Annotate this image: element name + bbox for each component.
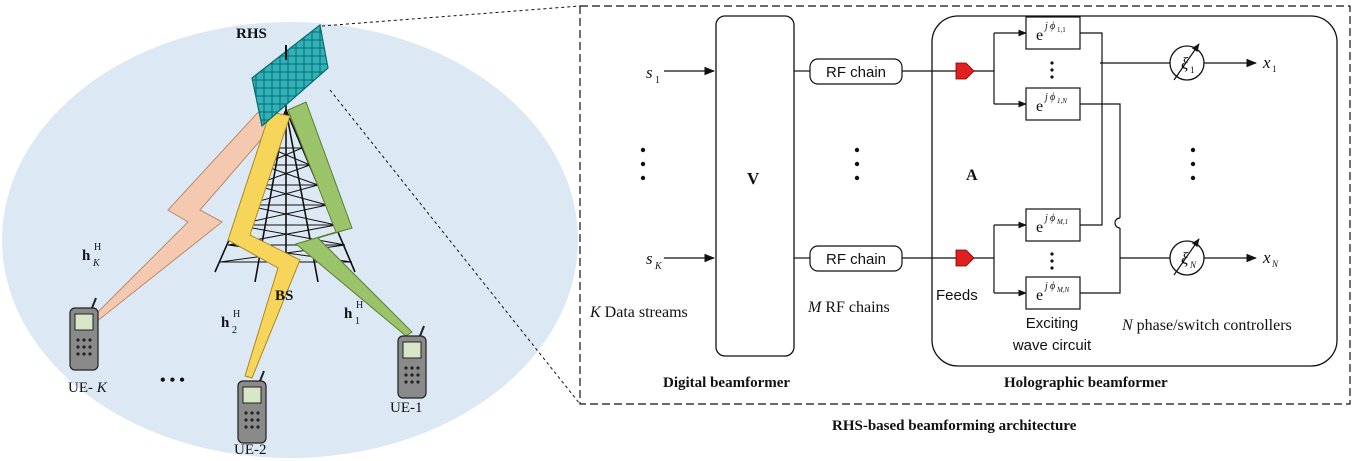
digital-beamformer-symbol: V [747,169,760,188]
svg-text:ϕ: ϕ [1050,21,1055,32]
svg-text:h: h [221,315,230,331]
svg-text:h: h [82,248,91,264]
phase-controllers-label: N phase/switch controllers [1121,317,1292,334]
phase-box-1-n: e j ϕ 1,N [1025,87,1081,121]
data-streams-label: K Data streams [589,304,688,321]
output-x1: x 1 [1262,53,1277,74]
svg-text:e: e [1036,219,1043,236]
phase-box-1-1: e j ϕ 1,1 [1025,16,1081,50]
svg-text:K: K [92,258,101,269]
svg-text:ϕ: ϕ [1050,92,1055,103]
zoom-line-bottom [329,89,581,405]
holographic-beamformer-label: Holographic beamformer [1004,375,1168,391]
svg-text:M,1: M,1 [1056,218,1068,226]
svg-text:e: e [1036,287,1043,304]
ue-2-label: UE-2 [234,442,267,458]
svg-text:e: e [1036,27,1043,44]
svg-text:M,N: M,N [1056,286,1070,294]
svg-text:N: N [1271,259,1279,269]
holographic-matrix-symbol: A [966,167,978,184]
feed-m [955,249,975,267]
svg-text:N: N [1189,260,1197,270]
svg-text:j: j [1043,213,1048,224]
phase-vdots-top [1050,61,1054,79]
svg-text:1: 1 [355,316,360,327]
architecture-frame [579,5,1351,405]
svg-text:ξ: ξ [1181,54,1189,73]
rf-vdots [854,147,860,181]
svg-text:1,N: 1,N [1057,97,1067,105]
svg-text:x: x [1262,53,1271,72]
ue-k-label: UE- K [68,380,108,396]
channel-label-k: h K H [82,242,101,269]
svg-text:s: s [646,249,653,268]
svg-text:1: 1 [1190,65,1195,75]
svg-text:j: j [1043,21,1048,32]
phase-box-m-n: e j ϕ M,N [1025,276,1081,310]
digital-beamformer-block [715,15,795,357]
coverage-area [2,22,578,458]
svg-text:H: H [356,300,363,311]
exciting-label-line-2: wave circuit [1012,337,1092,354]
svg-text:h: h [344,306,353,322]
inputs-vdots [640,147,646,181]
rhs-panel [251,23,329,128]
phone-icon-ue-k [69,297,99,371]
architecture-caption: RHS-based beamforming architecture [832,418,1077,434]
rf-chain-m-label: RF chain [826,251,886,268]
rf-chains-label: M RF chains [807,299,890,316]
architecture: s 1 s K K Data streams V Digital beamfor… [579,5,1351,405]
beam-ue-1 [287,101,413,337]
left-scene: RHS BS h K H h 2 H h 1 H [2,5,581,458]
rf-chain-1-label: RF chain [826,64,886,81]
svg-text:K: K [654,261,663,272]
feeds-label: Feeds [936,287,978,304]
phone-icon-ue-2 [237,370,267,444]
channel-label-2: h 2 H [221,309,240,336]
beam-ue-2 [227,111,301,379]
svg-text:x: x [1262,248,1271,267]
controllers-vdots [1190,147,1196,181]
svg-text:H: H [233,309,240,320]
svg-text:1: 1 [1272,64,1277,74]
phase-vdots-bottom [1050,252,1054,270]
svg-text:j: j [1043,92,1048,103]
input-sk: s K [646,249,663,272]
users-ellipsis: • • • [160,372,185,389]
exciting-label-line-1: Exciting [1026,315,1079,332]
svg-text:1: 1 [655,75,660,86]
feed-1 [955,62,975,80]
zoom-line-top [321,5,581,27]
phone-icon-ue-1 [397,325,427,399]
svg-text:2: 2 [232,325,237,336]
output-xn: x N [1262,248,1279,269]
top-split [974,29,1027,108]
phase-controller-n: ξ N [1169,238,1205,276]
svg-text:ϕ: ϕ [1050,213,1055,224]
combine-wires [1080,32,1170,294]
svg-text:H: H [94,242,101,253]
digital-beamformer-label: Digital beamformer [663,375,790,391]
bottom-split [974,221,1027,297]
input-s1: s 1 [646,63,660,86]
rhs-label: RHS [236,26,267,42]
ue-1-label: UE-1 [390,400,423,416]
bs-label: BS [275,288,293,304]
phase-controller-1: ξ 1 [1169,43,1205,81]
svg-text:s: s [646,63,653,82]
svg-text:1,1: 1,1 [1057,26,1066,34]
phase-box-m-1: e j ϕ M,1 [1025,208,1081,242]
svg-text:j: j [1043,281,1048,292]
svg-text:ϕ: ϕ [1050,281,1055,292]
svg-text:e: e [1036,98,1043,115]
holographic-beamformer-block [931,15,1338,367]
channel-label-1: h 1 H [344,300,363,327]
svg-text:ξ: ξ [1181,249,1189,268]
